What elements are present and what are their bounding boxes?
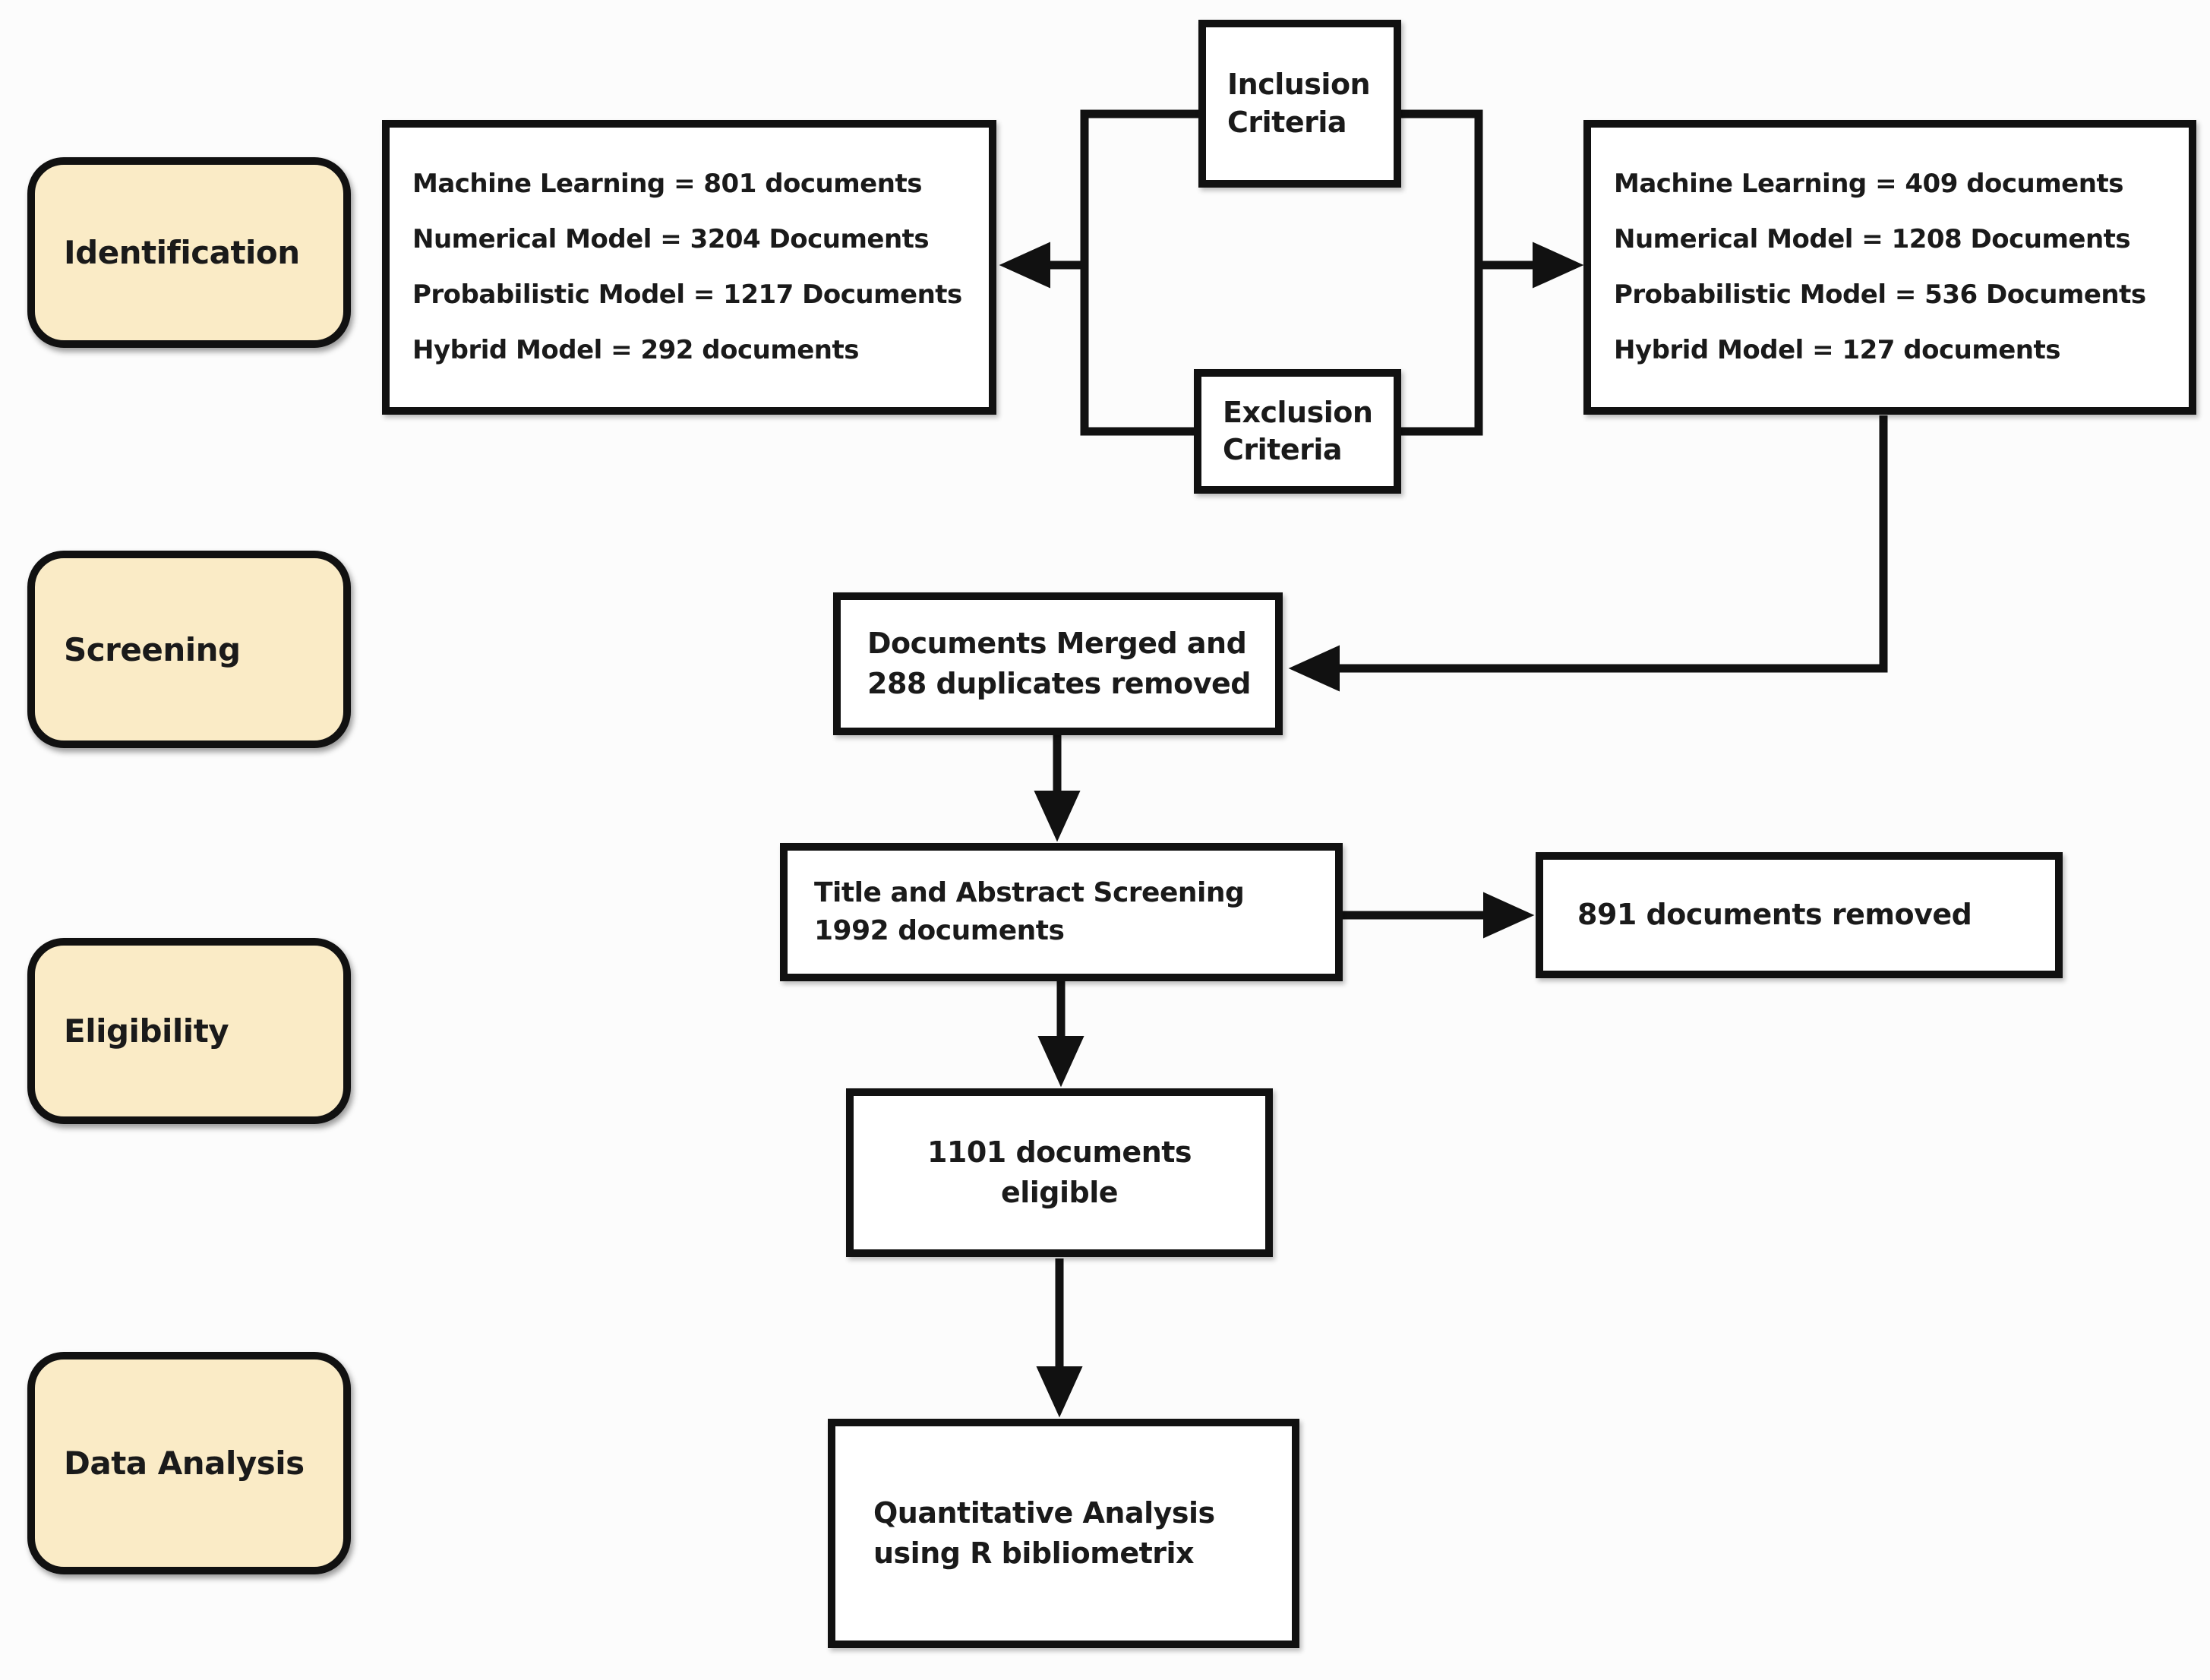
filtered-search-results-box: Machine Learning = 409 documents Numeric… xyxy=(1583,120,2196,415)
documents-merged-box: Documents Merged and 288 duplicates remo… xyxy=(833,592,1283,735)
documents-eligible-box: 1101 documents eligible xyxy=(846,1088,1273,1257)
merged-line: Documents Merged and xyxy=(867,626,1247,660)
eligible-line: eligible xyxy=(1000,1176,1119,1209)
connector-filtered-to-merged xyxy=(1333,415,1888,673)
documents-removed-box: 891 documents removed xyxy=(1536,852,2063,978)
exclusion-criteria-line: Criteria xyxy=(1223,433,1343,466)
source-count-line: Machine Learning = 801 documents xyxy=(412,169,922,200)
quantitative-analysis-box: Quantitative Analysis using R bibliometr… xyxy=(828,1419,1299,1648)
analysis-line: using R bibliometrix xyxy=(873,1536,1195,1570)
arrowhead-to-analysis xyxy=(1036,1366,1083,1418)
source-count-line: Probabilistic Model = 536 Documents xyxy=(1614,279,2146,311)
removed-line: 891 documents removed xyxy=(1577,898,1972,932)
stage-label: Identification xyxy=(64,234,300,271)
stage-label: Screening xyxy=(64,630,241,668)
source-count-line: Numerical Model = 3204 Documents xyxy=(412,224,930,255)
stage-eligibility: Eligibility xyxy=(27,938,351,1124)
source-count-line: Hybrid Model = 292 documents xyxy=(412,335,860,366)
inclusion-criteria-line: Criteria xyxy=(1227,105,1347,139)
source-count-line: Probabilistic Model = 1217 Documents xyxy=(412,279,962,311)
inclusion-criteria-line: Inclusion xyxy=(1227,68,1371,102)
source-count-line: Numerical Model = 1208 Documents xyxy=(1614,224,2131,255)
source-count-line: Hybrid Model = 127 documents xyxy=(1614,335,2061,366)
stage-identification: Identification xyxy=(27,157,351,348)
connector-criteria-right-bracket xyxy=(1401,109,1483,436)
arrowhead-to-filtered-source xyxy=(1533,242,1584,289)
initial-search-results-box: Machine Learning = 801 documents Numeric… xyxy=(382,120,996,415)
exclusion-criteria-box: Exclusion Criteria xyxy=(1194,369,1401,494)
arrowhead-to-removed xyxy=(1483,892,1535,939)
analysis-line: Quantitative Analysis xyxy=(873,1495,1215,1530)
eligible-line: 1101 documents xyxy=(927,1135,1192,1169)
arrowhead-to-screening xyxy=(1034,791,1081,842)
screening-line: Title and Abstract Screening xyxy=(814,876,1245,908)
exclusion-criteria-line: Exclusion xyxy=(1223,395,1373,429)
inclusion-criteria-box: Inclusion Criteria xyxy=(1198,20,1401,188)
title-abstract-screening-box: Title and Abstract Screening 1992 docume… xyxy=(780,843,1343,981)
arrowhead-to-initial-source xyxy=(999,242,1050,289)
screening-line: 1992 documents xyxy=(814,915,1065,946)
stage-data-analysis: Data Analysis xyxy=(27,1352,351,1574)
stage-screening: Screening xyxy=(27,551,351,748)
stage-label: Eligibility xyxy=(64,1012,229,1050)
source-count-line: Machine Learning = 409 documents xyxy=(1614,169,2123,200)
stage-label: Data Analysis xyxy=(64,1445,305,1482)
merged-line: 288 duplicates removed xyxy=(867,667,1251,700)
arrowhead-to-merged xyxy=(1288,645,1340,692)
arrowhead-to-eligible xyxy=(1037,1036,1084,1088)
connector-criteria-left-bracket xyxy=(1080,109,1198,436)
